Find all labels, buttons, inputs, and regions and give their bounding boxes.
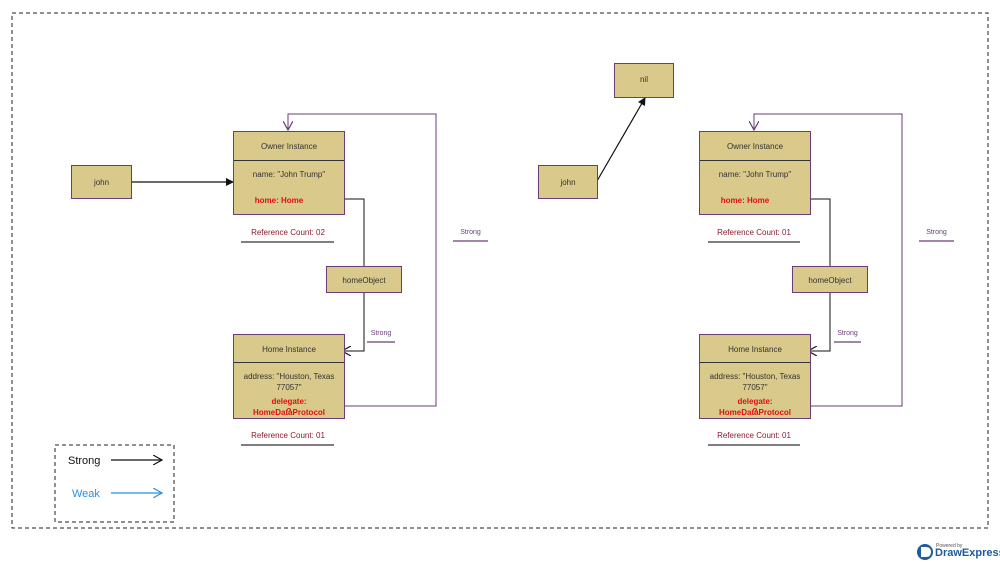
right-delegate-strong-line: [754, 113, 903, 407]
legend-frame: [54, 444, 175, 523]
legend-strong-label: Strong: [68, 455, 101, 467]
outer-frame: [11, 12, 989, 529]
right-homeobject-label: homeObject: [808, 276, 852, 285]
right-nil-box: nil: [614, 63, 674, 98]
legend-weak-label: Weak: [72, 488, 100, 500]
left-home-address-1: address: "Houston, Texas: [243, 372, 335, 381]
right-john-variable: john: [538, 165, 598, 199]
right-owner-instance: Owner Instance name: "John Trump" home: …: [699, 131, 811, 215]
left-strong-inner-tag: Strong: [370, 330, 392, 337]
right-homeobject: homeObject: [792, 266, 868, 293]
left-homeobject-label: homeObject: [342, 276, 386, 285]
drawexpress-logo-icon: [917, 544, 933, 560]
right-home-refcount: Reference Count: 01: [717, 431, 791, 440]
left-home-instance: Home Instance address: "Houston, Texas 7…: [233, 334, 345, 419]
left-strong-outer-tag: Strong: [460, 229, 481, 236]
right-home-delegate-1: delegate: HomeDataProtocol: [718, 397, 791, 417]
right-home-delegate-2: ?: [752, 407, 758, 416]
right-home-address-1: address: "Houston, Texas: [709, 372, 801, 381]
right-owner-name: name: "John Trump": [718, 170, 792, 179]
right-home-address-2: 77057": [742, 383, 768, 392]
right-strong-outer-tag: Strong: [926, 229, 947, 236]
right-strong-inner-tag: Strong: [837, 330, 858, 337]
left-john-label: john: [93, 178, 110, 187]
drawexpress-name: DrawExpress: [935, 547, 1000, 559]
right-home-instance: Home Instance address: "Houston, Texas 7…: [699, 334, 811, 419]
left-home-title: Home Instance: [234, 335, 344, 363]
right-home-title: Home Instance: [700, 335, 810, 363]
right-owner-refcount: Reference Count: 01: [717, 228, 791, 237]
right-owner-title: Owner Instance: [700, 132, 810, 161]
left-home-refcount: Reference Count: 01: [251, 431, 325, 440]
right-john-to-nil-arrow: [596, 97, 646, 182]
right-owner-home: home: Home: [720, 196, 770, 205]
left-john-variable: john: [71, 165, 132, 199]
left-homeobject: homeObject: [326, 266, 402, 293]
left-home-address-2: 77057": [276, 383, 302, 392]
left-owner-instance: Owner Instance name: "John Trump" home: …: [233, 131, 345, 215]
left-home-delegate-2: ?: [286, 407, 292, 416]
left-home-delegate-1: delegate: HomeDataProtocol: [252, 397, 325, 417]
left-owner-title: Owner Instance: [234, 132, 344, 161]
left-owner-name: name: "John Trump": [252, 170, 326, 179]
left-delegate-strong-line: [288, 113, 437, 407]
right-nil-label: nil: [639, 75, 648, 84]
powered-by-text: Powered by: [936, 543, 963, 549]
left-owner-home: home: Home: [254, 196, 304, 205]
right-john-label: john: [560, 178, 576, 187]
left-owner-refcount: Reference Count: 02: [251, 228, 325, 237]
